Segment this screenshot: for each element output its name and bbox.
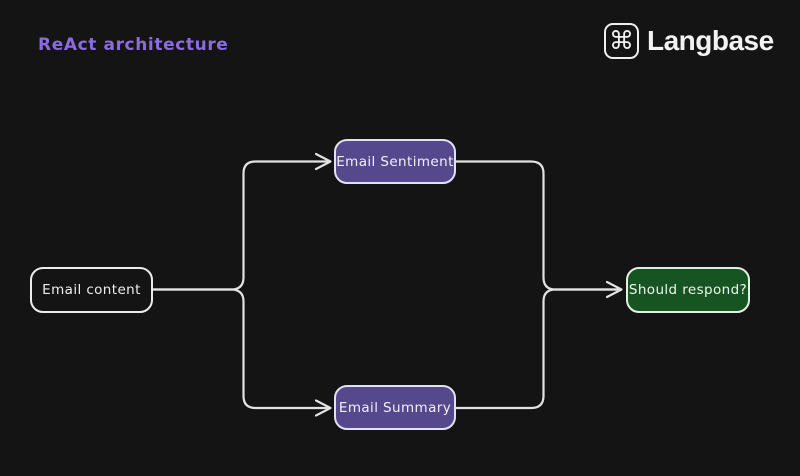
edge-content-to-sentiment	[151, 160, 330, 291]
node-label: Email content	[42, 282, 141, 298]
logo-brand-text: Langbase	[647, 25, 774, 56]
node-label: Email Summary	[338, 399, 452, 416]
node-label: Should respond?	[628, 282, 748, 298]
node-email-sentiment: Email Sentiment	[334, 139, 456, 184]
edge-content-to-summary	[151, 288, 330, 410]
node-email-content: Email content	[30, 267, 153, 313]
node-email-summary: Email Summary	[334, 385, 456, 430]
node-should-respond: Should respond?	[626, 267, 750, 313]
arrowhead-respond	[605, 280, 623, 299]
arrowhead-summary	[314, 399, 332, 417]
arrowhead-sentiment	[314, 152, 332, 171]
node-label: Email Sentiment	[336, 153, 454, 170]
edge-sentiment-to-respond	[454, 160, 621, 291]
page-title: ReAct architecture	[38, 35, 229, 55]
langbase-logo: ⌘ Langbase	[604, 23, 774, 59]
command-icon: ⌘	[604, 23, 639, 59]
edge-summary-to-respond	[454, 288, 621, 410]
